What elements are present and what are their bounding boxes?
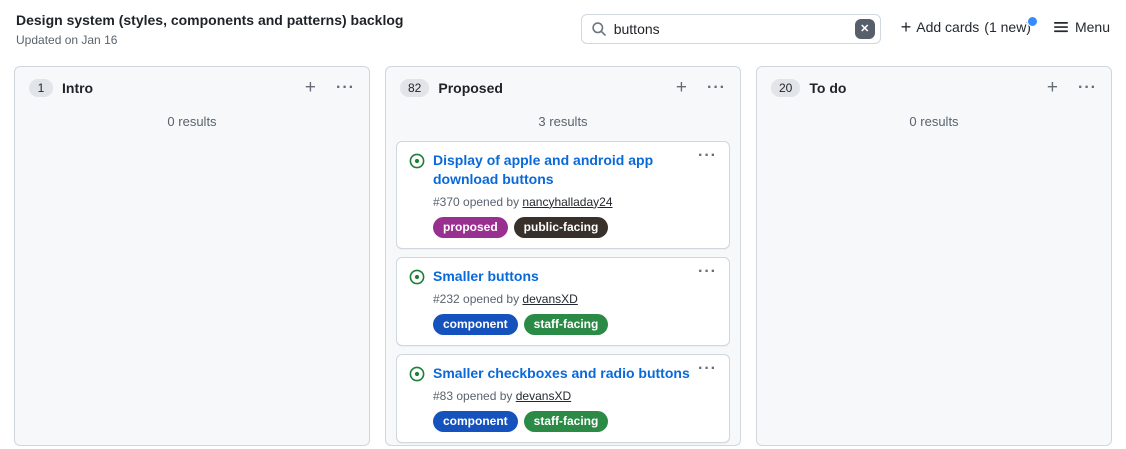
issue-label[interactable]: component bbox=[433, 313, 518, 335]
results-count: 0 results bbox=[167, 114, 217, 129]
issue-number-text: #370 opened by bbox=[433, 194, 523, 209]
issue-label[interactable]: staff-facing bbox=[523, 410, 609, 432]
card-menu-icon[interactable]: ··· bbox=[698, 262, 717, 280]
column-header: 82 Proposed + ··· bbox=[386, 67, 740, 101]
issue-number-text: #232 opened by bbox=[433, 291, 523, 306]
search-input[interactable] bbox=[613, 21, 855, 37]
issue-author-link[interactable]: devansXD bbox=[522, 291, 578, 306]
notification-dot-icon bbox=[1026, 16, 1038, 27]
issue-label[interactable]: staff-facing bbox=[523, 313, 609, 335]
issue-title[interactable]: Smaller checkboxes and radio buttons bbox=[433, 364, 690, 381]
card-menu-icon[interactable]: ··· bbox=[698, 359, 717, 377]
board-header: Design system (styles, components and pa… bbox=[0, 0, 1126, 60]
header-actions: + Add cards(1 new) Menu bbox=[900, 16, 1110, 37]
label-row: component staff-facing bbox=[433, 313, 717, 335]
open-issue-icon bbox=[409, 153, 425, 169]
search-box[interactable]: ✕ bbox=[580, 14, 881, 44]
search-icon bbox=[592, 22, 606, 36]
add-card-icon[interactable]: + bbox=[1046, 77, 1059, 98]
updated-timestamp: Updated on Jan 16 bbox=[16, 33, 118, 47]
open-issue-icon bbox=[409, 269, 425, 285]
issue-card[interactable]: Smaller checkboxes and radio buttons ···… bbox=[396, 353, 730, 443]
issue-number-text: #83 opened by bbox=[433, 388, 516, 403]
add-cards-label: Add cards bbox=[916, 19, 980, 35]
issue-meta: #232 opened by devansXD bbox=[433, 292, 717, 306]
add-cards-new-badge: (1 new) bbox=[984, 19, 1031, 35]
menu-button[interactable]: Menu bbox=[1053, 19, 1110, 35]
issue-card[interactable]: Display of apple and android app downloa… bbox=[396, 141, 730, 249]
column-proposed: 82 Proposed + ··· 3 results Display of a… bbox=[385, 66, 741, 446]
results-count: 3 results bbox=[538, 114, 588, 129]
label-row: component staff-facing bbox=[433, 410, 717, 432]
issue-label[interactable]: proposed bbox=[433, 216, 508, 238]
issue-author-link[interactable]: nancyhalladay24 bbox=[522, 194, 613, 209]
title-block: Design system (styles, components and pa… bbox=[16, 12, 403, 47]
column-menu-icon[interactable]: ··· bbox=[1078, 79, 1097, 96]
column-todo: 20 To do + ··· 0 results bbox=[756, 66, 1112, 446]
issue-meta: #370 opened by nancyhalladay24 bbox=[433, 195, 717, 209]
clear-search-button[interactable]: ✕ bbox=[854, 19, 875, 39]
card-list: Display of apple and android app downloa… bbox=[386, 141, 740, 443]
kanban-board: 1 Intro + ··· 0 results 82 Proposed + ··… bbox=[0, 60, 1126, 446]
column-count-badge: 20 bbox=[771, 79, 801, 97]
results-count: 0 results bbox=[909, 114, 959, 129]
plus-icon: + bbox=[900, 17, 912, 37]
column-header: 1 Intro + ··· bbox=[15, 67, 369, 101]
issue-author-link[interactable]: devansXD bbox=[515, 388, 572, 403]
page-title: Design system (styles, components and pa… bbox=[16, 12, 404, 28]
column-title: Proposed bbox=[438, 80, 503, 96]
add-card-icon[interactable]: + bbox=[304, 77, 317, 98]
issue-label[interactable]: component bbox=[433, 410, 518, 432]
menu-label: Menu bbox=[1074, 19, 1110, 35]
column-title: To do bbox=[809, 80, 847, 96]
issue-label[interactable]: public-facing bbox=[513, 216, 609, 238]
column-header: 20 To do + ··· bbox=[757, 67, 1111, 101]
column-count-badge: 82 bbox=[400, 79, 430, 97]
column-menu-icon[interactable]: ··· bbox=[707, 79, 726, 96]
issue-title[interactable]: Display of apple and android app downloa… bbox=[433, 152, 654, 187]
issue-card[interactable]: Smaller buttons ··· #232 opened by devan… bbox=[396, 256, 730, 346]
card-menu-icon[interactable]: ··· bbox=[698, 147, 717, 164]
column-menu-icon[interactable]: ··· bbox=[336, 79, 355, 96]
add-card-icon[interactable]: + bbox=[675, 77, 688, 98]
add-cards-button[interactable]: + Add cards(1 new) bbox=[900, 16, 1038, 37]
hamburger-icon bbox=[1053, 22, 1068, 33]
issue-title[interactable]: Smaller buttons bbox=[433, 267, 539, 284]
label-row: proposed public-facing bbox=[433, 216, 717, 238]
column-intro: 1 Intro + ··· 0 results bbox=[14, 66, 370, 446]
column-title: Intro bbox=[62, 80, 94, 96]
close-icon: ✕ bbox=[860, 22, 870, 35]
column-count-badge: 1 bbox=[29, 79, 53, 97]
issue-meta: #83 opened by devansXD bbox=[433, 389, 717, 403]
open-issue-icon bbox=[409, 366, 425, 382]
